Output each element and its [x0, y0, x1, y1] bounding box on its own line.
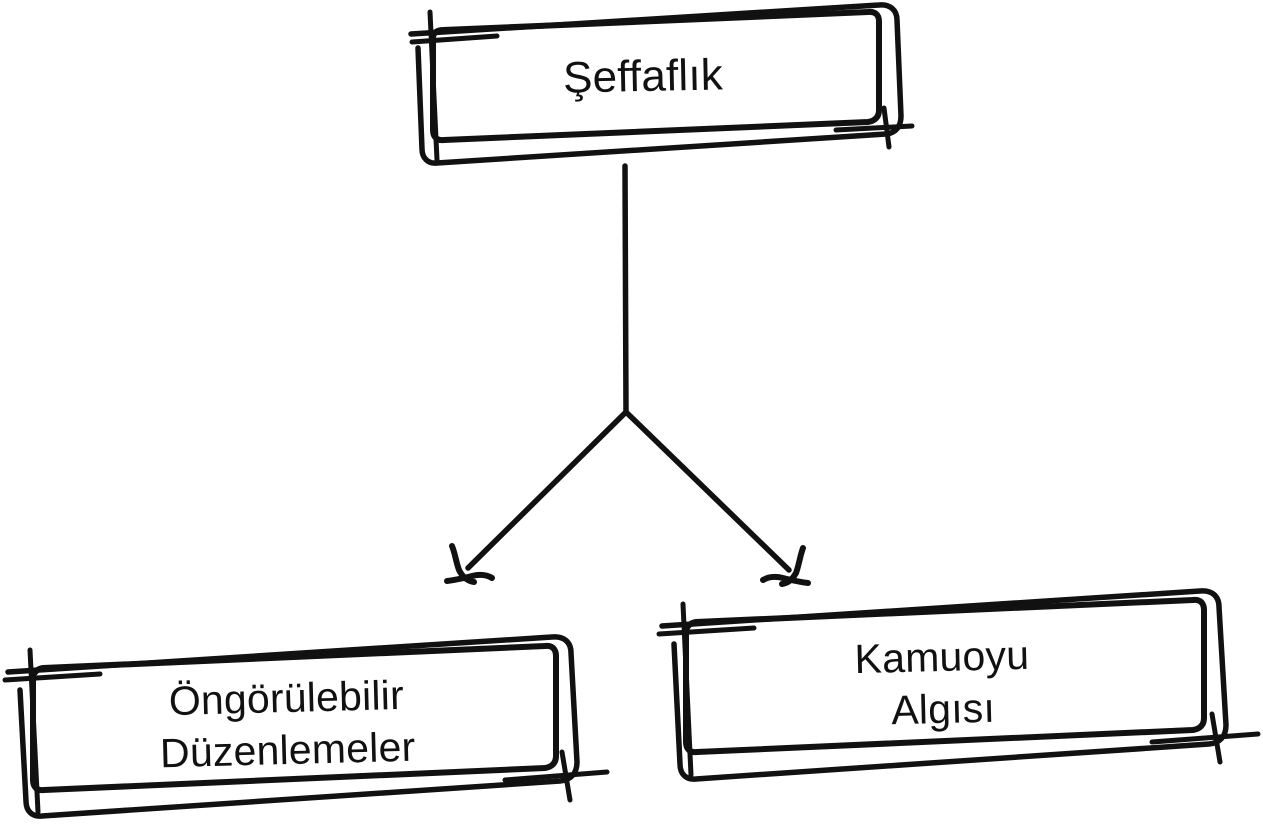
node-right-label: Kamuoyu Algısı	[854, 631, 1030, 734]
node-ongorulebilir-duzenlemeler[interactable]: Öngörülebilir Düzenlemeler	[20, 647, 553, 801]
arrowhead-left	[444, 543, 495, 585]
arrowhead-right	[760, 545, 811, 587]
connector-branch-right	[623, 409, 792, 573]
connector-stem	[622, 163, 629, 415]
node-kamuoyu-algisi[interactable]: Kamuoyu Algısı	[688, 602, 1197, 764]
connector-branch-left	[465, 409, 629, 571]
node-root-label: Şeffaflık	[562, 50, 724, 103]
node-root-seffaflik[interactable]: Şeffaflık	[427, 18, 859, 137]
node-left-label: Öngörülebilir Düzenlemeler	[159, 671, 416, 777]
